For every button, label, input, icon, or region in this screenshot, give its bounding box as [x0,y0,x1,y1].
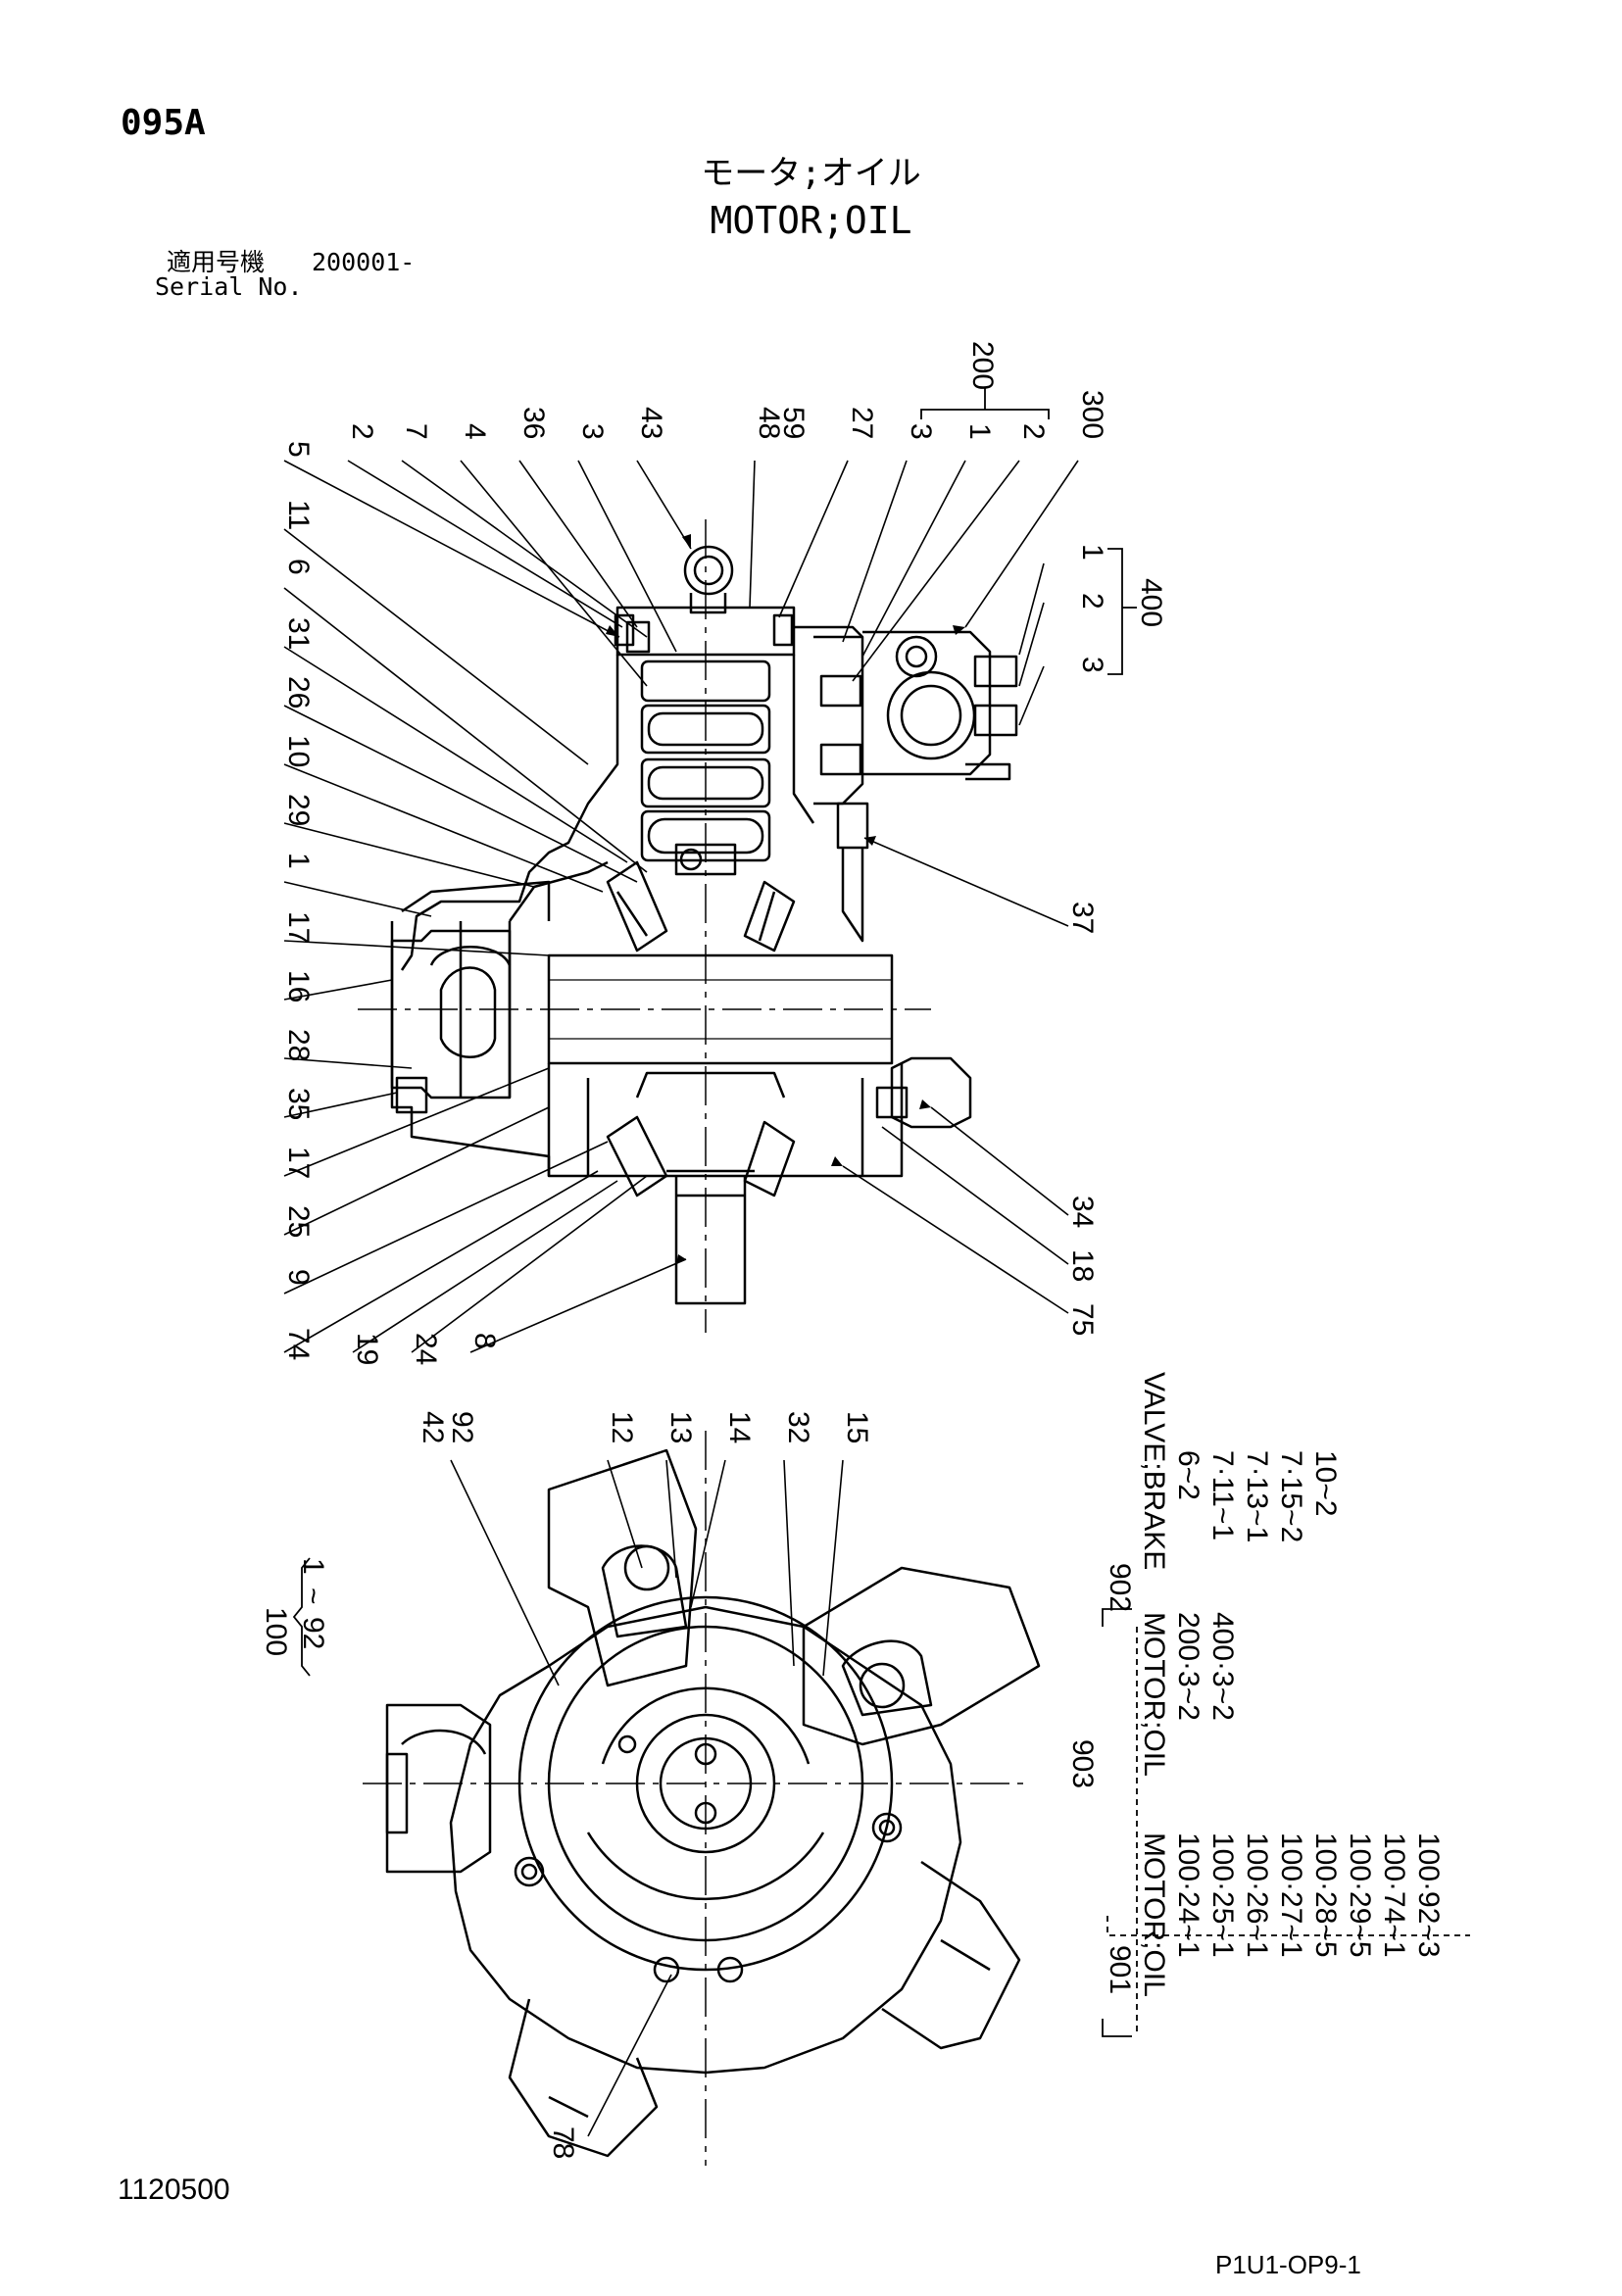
table-cell: 100·92~3 [1412,1832,1445,1958]
table-cell: 100·29~5 [1344,1832,1376,1958]
motor-end-view [363,1431,1041,2166]
callout-label: 1 [282,853,315,869]
table-cell: 7·15~2 [1275,1450,1307,1542]
callout-label: 5 [282,441,315,458]
callout-right-side: 37 34 18 75 [1066,902,1099,1336]
table-cell: 100·25~1 [1206,1832,1239,1958]
callout-label: 25 [282,1205,315,1238]
callout-label: 29 [282,794,315,826]
table-ref-902: 902 [1104,1563,1136,1612]
table-col-name-902: MOTOR;OIL [1138,1612,1170,1777]
callout-range-start: 1 [297,1558,329,1575]
callout-label: 28 [282,1029,315,1061]
callout-label: 18 [1066,1249,1099,1282]
table-cell: 100·24~1 [1172,1832,1204,1958]
callout-label: 37 [1066,902,1099,934]
callout-label: 2 [1076,593,1108,610]
serial-label-english: Serial No. [155,272,303,301]
callout-label: 7 [400,423,432,440]
title-english: MOTOR;OIL [710,199,912,242]
callout-label: 10 [282,735,315,767]
table-cell: 7·13~1 [1241,1450,1273,1542]
callout-label: 48 [753,407,785,439]
callout-top-row: 2 7 4 36 3 43 48 59 27 3 1 2 300 200 [346,341,1108,440]
callout-label: 17 [282,911,315,944]
callout-label: 2 [346,423,378,440]
callout-label: 36 [517,407,550,439]
table-cell: 10~2 [1309,1450,1342,1517]
table-cell: 100·27~1 [1275,1832,1307,1958]
callout-group-200: 200 [966,341,999,390]
callout-label: 11 [282,500,315,530]
callout-label: 31 [282,617,315,650]
callout-label: 17 [282,1147,315,1179]
serial-label-japanese: 適用号機 [167,248,266,276]
sheet-code: P1U1-OP9-1 [1215,2250,1361,2279]
callout-label: 6 [282,559,315,575]
callout-group-400-label: 400 [1135,578,1167,627]
table-cell: 200·3~2 [1172,1612,1204,1721]
callout-label: 78 [547,2126,579,2159]
callout-label: 2 [1017,423,1050,440]
table-cell: 6~2 [1172,1450,1204,1500]
callout-label: 92 [446,1411,478,1443]
table-ref-901: 901 [1104,1945,1136,1994]
callout-group-400: 1 2 3 400 [1076,544,1167,673]
drawing-number: 1120500 [118,2174,230,2206]
callout-label: 32 [782,1411,814,1443]
callout-label: 35 [282,1088,315,1120]
callout-label: 300 [1076,390,1108,439]
callout-label: 15 [841,1411,873,1443]
callout-label: 8 [468,1333,501,1349]
callouts-bottom-view: 42 92 12 13 14 32 15 78 100 1 ~ 92 [260,1411,873,2159]
callout-label: 3 [1076,657,1108,673]
callout-label: 12 [606,1411,638,1443]
callout-label: 4 [459,423,491,440]
callout-label: 74 [282,1328,315,1360]
callout-label: 75 [1066,1303,1099,1336]
callout-bottom-row: 19 24 8 [351,1333,501,1365]
callout-label: 9 [282,1269,315,1286]
callout-label: 59 [777,407,810,439]
callout-label: 34 [1066,1196,1099,1228]
callout-label: 43 [635,407,667,439]
table-cell: 7·11~1 [1206,1450,1239,1540]
callout-left-column: 5 11 6 31 26 10 29 1 17 16 28 35 17 25 9… [282,441,315,1360]
title-japanese: モータ;オイル [701,154,921,193]
callout-label: 1 [963,423,996,440]
table-cell: 100·74~1 [1378,1832,1410,1958]
callout-label: 1 [1076,544,1108,561]
callout-label: 3 [576,423,609,440]
callout-label: 16 [282,970,315,1002]
page-code: 095A [121,103,206,143]
table-cell: 100·28~5 [1309,1832,1342,1958]
callouts-top-view: 5 11 6 31 26 10 29 1 17 16 28 35 17 25 9… [282,341,1167,1365]
callout-label: 26 [282,676,315,708]
table-cell: 400·3~2 [1206,1612,1239,1721]
callout-label: 19 [351,1333,383,1365]
table-cell: 100·26~1 [1241,1832,1273,1958]
table-col-name-901: MOTOR;OIL [1138,1832,1170,1997]
table-ref-903: 903 [1066,1739,1099,1788]
serial-number: 200001- [312,248,416,276]
callout-group-100-label: 100 [260,1607,292,1656]
callout-range-end: 92 [297,1617,329,1649]
motor-section-view [358,519,1018,1333]
callout-label: 42 [417,1411,449,1443]
callout-label: 13 [664,1411,697,1443]
parts-table: 901 MOTOR;OIL 100·24~1 100·25~1 100·26~1… [1066,1372,1445,1997]
callout-range-tilde: ~ [297,1588,329,1605]
table-col-name-valve-brake: VALVE;BRAKE [1138,1372,1170,1570]
callout-label: 27 [846,407,878,439]
callout-label: 24 [410,1333,442,1365]
callout-label: 3 [905,423,937,440]
callout-label: 14 [723,1411,756,1443]
